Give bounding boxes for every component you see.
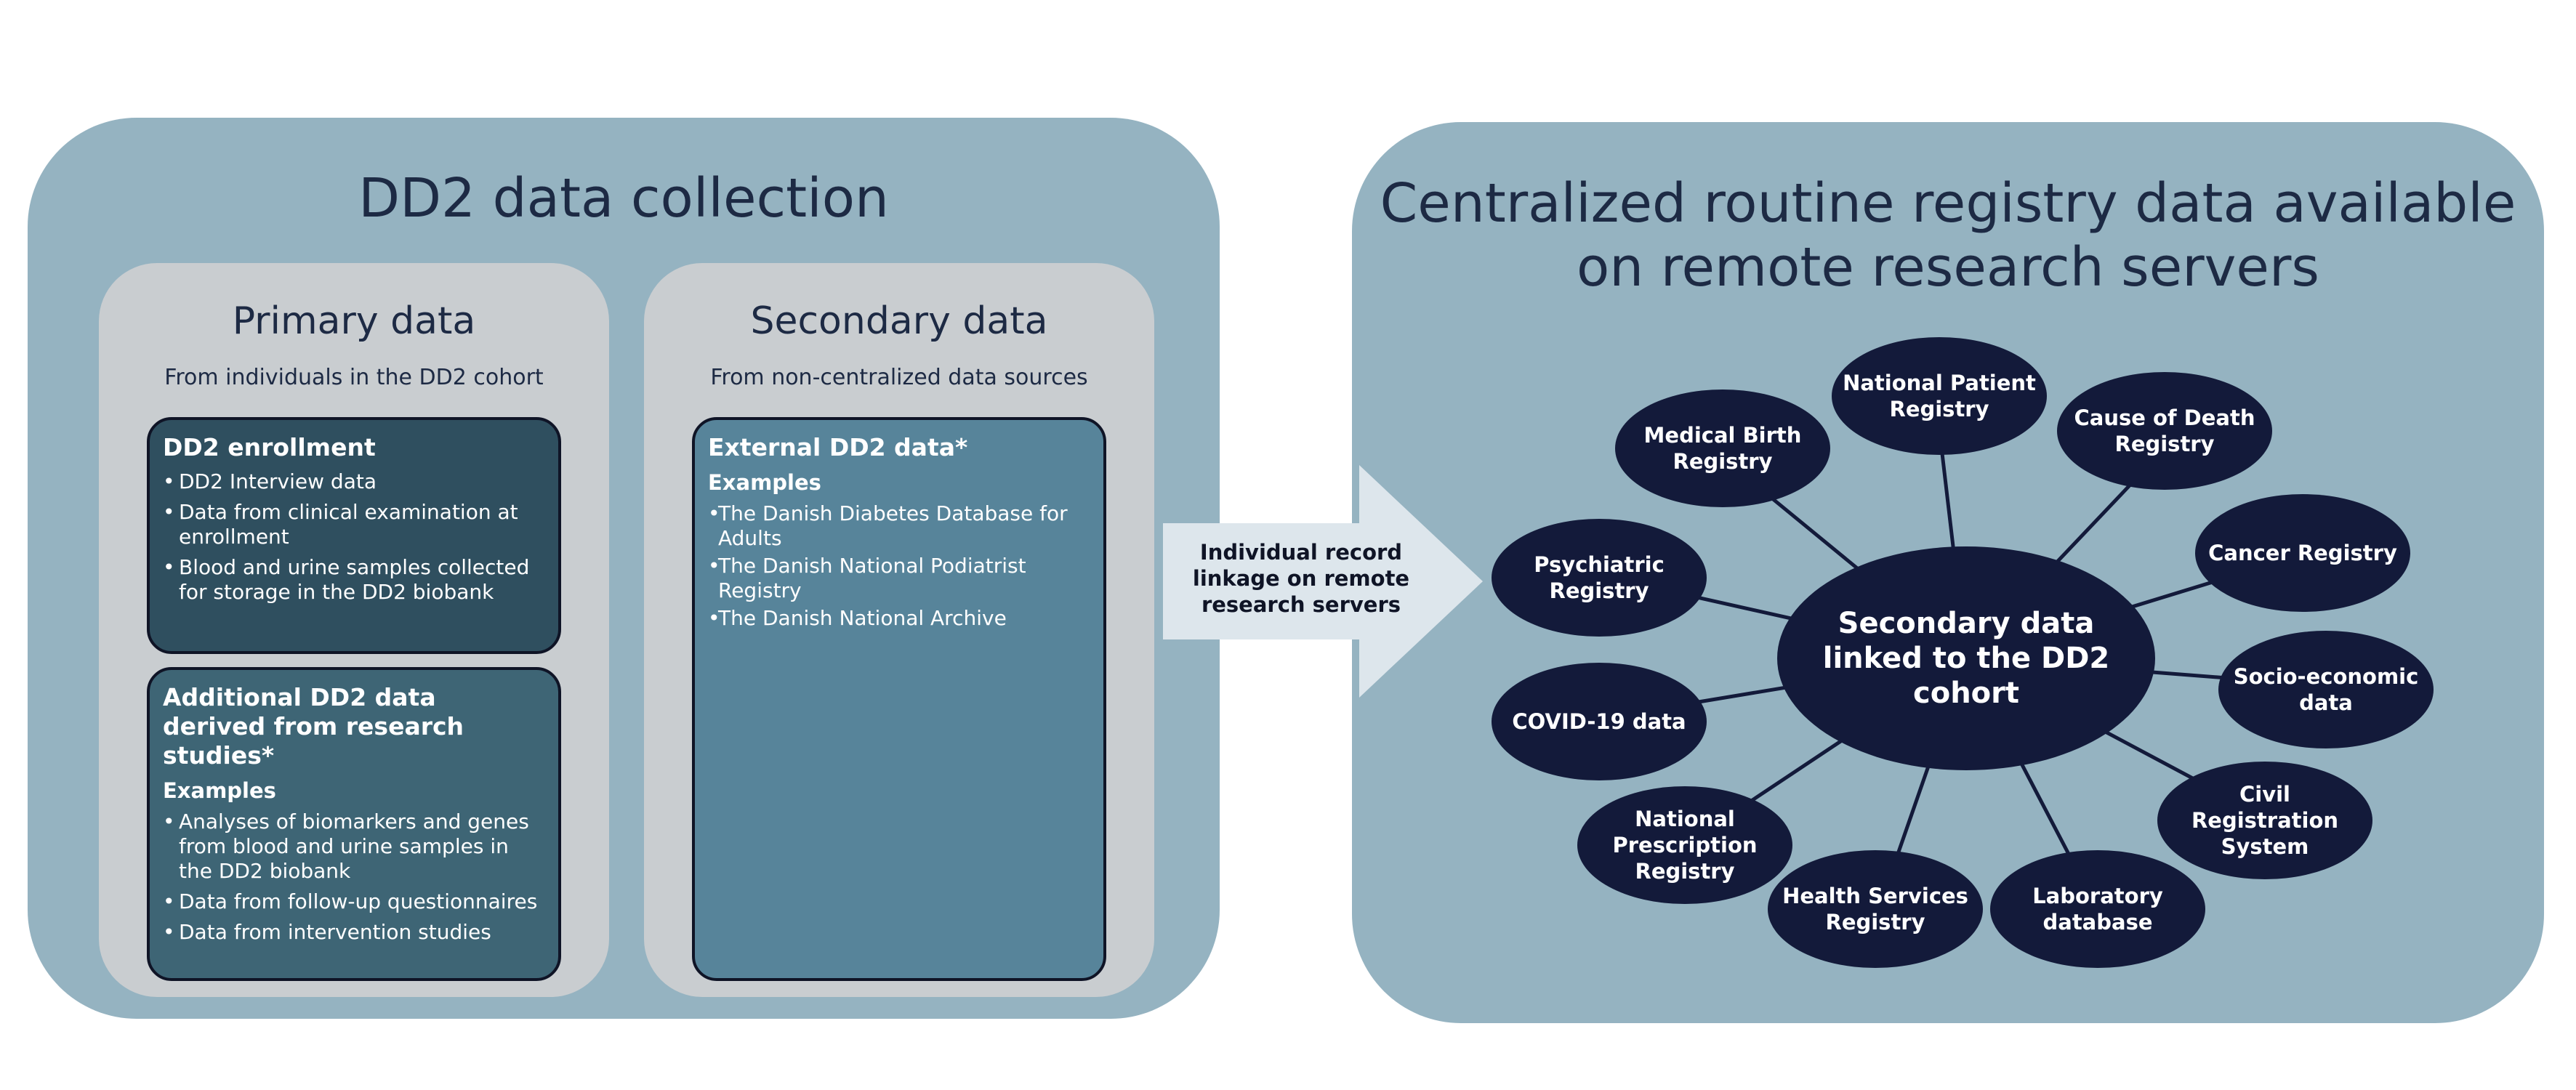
secondary-data-hub-node: Secondary data linked to the DD2 cohort <box>1777 546 2155 770</box>
research-studies-box: Additional DD2 data derived from researc… <box>147 667 561 981</box>
list-item: Analyses of biomarkers and genes from bl… <box>163 810 545 884</box>
arrow-label: Individual record linkage on remote rese… <box>1192 540 1410 617</box>
column-title: Secondary data <box>750 299 1048 343</box>
node-label: Cancer Registry <box>2208 541 2397 565</box>
cause-of-death-registry-node: Cause of Death Registry <box>2057 372 2272 490</box>
civil-registration-system-node: Civil Registration System <box>2157 762 2372 879</box>
cancer-registry-node: Cancer Registry <box>2195 494 2410 612</box>
box-title: External DD2 data* <box>708 433 968 461</box>
box-title: Additional DD2 data derived from researc… <box>163 683 464 770</box>
examples-label: Examples <box>163 778 276 803</box>
column-title: Primary data <box>232 299 476 343</box>
external-dd2-data-box: External DD2 data* Examples The Danish D… <box>692 417 1106 981</box>
node-label: Civil Registration System <box>2191 782 2339 859</box>
secondary-data-column: Secondary data From non-centralized data… <box>644 263 1154 997</box>
national-prescription-registry-node: National Prescription Registry <box>1577 786 1792 904</box>
list-item: The Danish National Podiatrist Registry <box>708 554 1090 603</box>
list-item: The Danish Diabetes Database for Adults <box>708 501 1090 551</box>
node-label: Psychiatric Registry <box>1534 552 1665 603</box>
column-subtitle: From individuals in the DD2 cohort <box>164 365 544 390</box>
panel-title-line: Centralized routine registry data availa… <box>1380 172 2516 235</box>
dd2-data-collection-panel: DD2 data collection Primary data From in… <box>28 118 1220 1019</box>
covid-19-data-node: COVID-19 data <box>1492 663 1707 780</box>
node-label: Cause of Death Registry <box>2074 405 2255 456</box>
health-services-registry-node: Health Services Registry <box>1768 850 1983 968</box>
linkage-arrow <box>1163 465 1483 698</box>
hub-label: Secondary data linked to the DD2 cohort <box>1822 607 2110 710</box>
socio-economic-data-node: Socio-economic data <box>2218 631 2434 748</box>
list-item: DD2 Interview data <box>163 469 545 494</box>
node-label: National Prescription Registry <box>1612 807 1758 884</box>
arrow-shape <box>1163 465 1483 698</box>
panel-title-line: on remote research servers <box>1577 236 2319 299</box>
panel-title: Centralized routine registry data availa… <box>1352 171 2544 299</box>
list-item: The Danish National Archive <box>708 606 1090 631</box>
list-item: Blood and urine samples collected for st… <box>163 555 545 605</box>
list-item: Data from intervention studies <box>163 920 545 945</box>
dd2-enrollment-box: DD2 enrollment DD2 Interview data Data f… <box>147 417 561 654</box>
bullet-list: Analyses of biomarkers and genes from bl… <box>163 810 545 945</box>
node-label: Health Services Registry <box>1782 884 1968 934</box>
node-label: Laboratory database <box>2032 884 2163 934</box>
psychiatric-registry-node: Psychiatric Registry <box>1492 519 1707 637</box>
node-label: COVID-19 data <box>1512 709 1686 734</box>
box-title: DD2 enrollment <box>163 433 376 461</box>
panel-title: DD2 data collection <box>358 167 889 230</box>
node-label: Socio-economic data <box>2233 664 2419 715</box>
column-subtitle: From non-centralized data sources <box>710 365 1088 390</box>
laboratory-database-node: Laboratory database <box>1990 850 2205 968</box>
examples-label: Examples <box>708 470 821 495</box>
national-patient-registry-node: National Patient Registry <box>1832 337 2047 455</box>
list-item: Data from follow-up questionnaires <box>163 889 545 914</box>
bullet-list: The Danish Diabetes Database for Adults … <box>708 501 1090 631</box>
node-label: Medical Birth Registry <box>1643 423 1802 474</box>
primary-data-column: Primary data From individuals in the DD2… <box>99 263 609 997</box>
bullet-list: DD2 Interview data Data from clinical ex… <box>163 469 545 605</box>
node-label: National Patient Registry <box>1843 371 2036 421</box>
medical-birth-registry-node: Medical Birth Registry <box>1615 389 1830 507</box>
list-item: Data from clinical examination at enroll… <box>163 500 545 549</box>
